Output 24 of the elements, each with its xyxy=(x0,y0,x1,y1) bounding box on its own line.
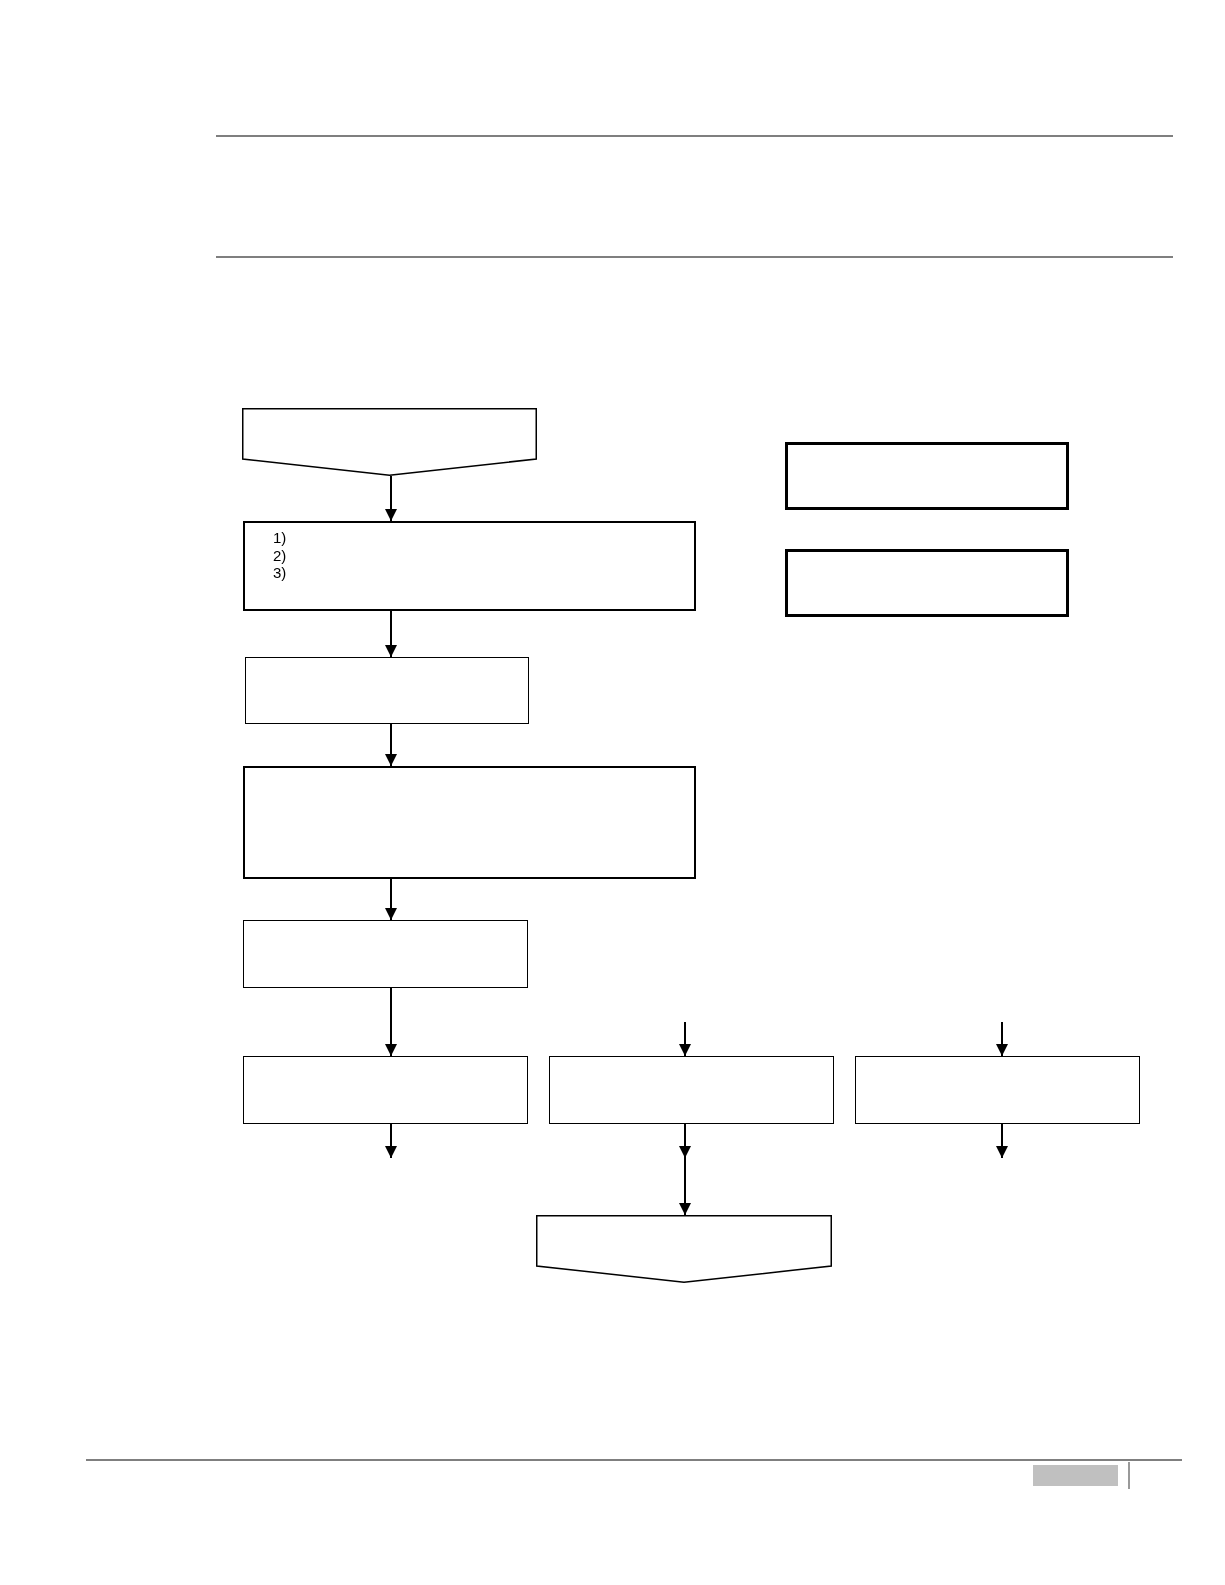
arrow xyxy=(385,475,397,522)
process-box xyxy=(243,1056,528,1124)
process-box xyxy=(785,549,1069,617)
process-box xyxy=(785,442,1069,510)
arrow xyxy=(385,723,397,767)
arrow xyxy=(996,1123,1008,1159)
process-box xyxy=(549,1056,834,1124)
offpage-connector xyxy=(242,408,537,476)
arrow xyxy=(385,987,397,1057)
process-box xyxy=(243,766,696,879)
arrow xyxy=(679,1021,691,1057)
process-box xyxy=(855,1056,1140,1124)
arrow xyxy=(996,1021,1008,1057)
list-number: 3) xyxy=(273,564,287,582)
list-number: 1) xyxy=(273,529,287,547)
offpage-connector xyxy=(536,1215,832,1283)
process-box xyxy=(245,657,529,724)
arrow xyxy=(385,610,397,658)
arrow xyxy=(679,1123,691,1216)
arrow xyxy=(385,1123,397,1159)
arrow xyxy=(385,878,397,921)
list-number: 2) xyxy=(273,546,287,564)
process-box xyxy=(243,521,696,611)
process-box xyxy=(243,920,528,988)
